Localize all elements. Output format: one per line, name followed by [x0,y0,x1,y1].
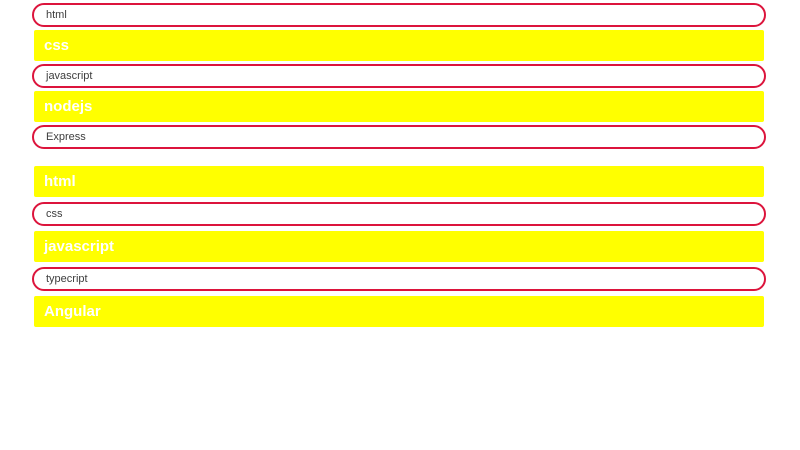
list-item-Express: Express [32,125,766,149]
list-item-nodejs: nodejs [34,91,764,122]
list-item-css: css [32,202,766,226]
list-item-javascript: javascript [34,231,764,262]
list-item-typecript: typecript [32,267,766,291]
list-item-css: css [34,30,764,61]
list-item-javascript: javascript [32,64,766,88]
list-item-html: html [34,166,764,197]
list-item-html: html [32,3,766,27]
list-item-Angular: Angular [34,296,764,327]
